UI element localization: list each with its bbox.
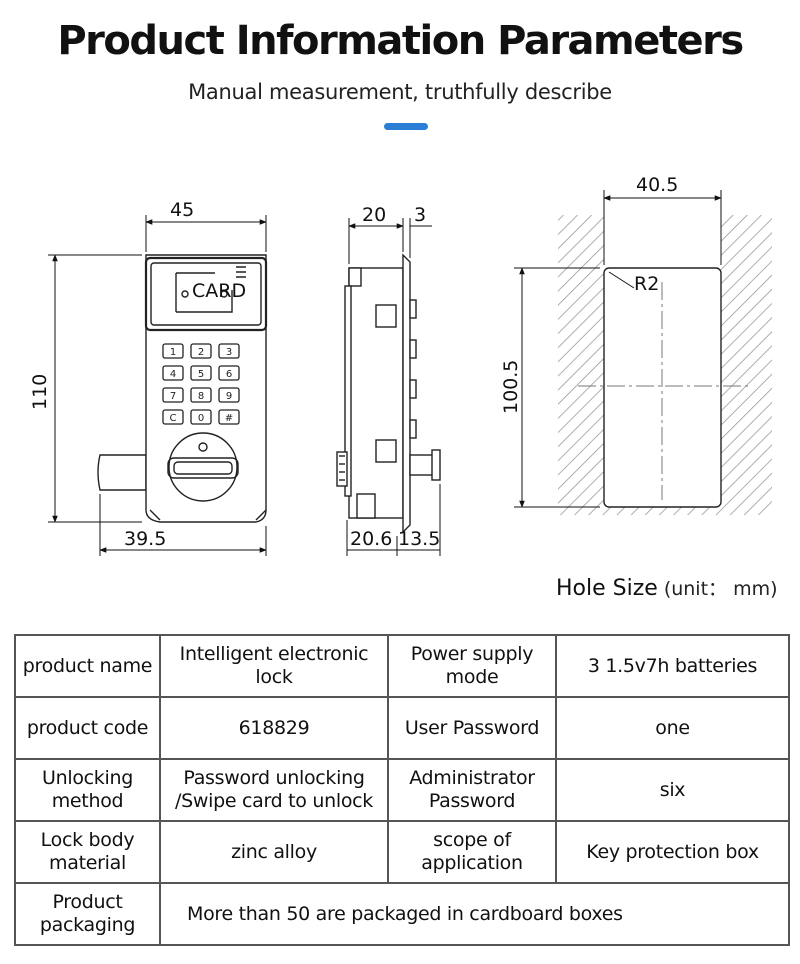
- keypad-key-label: 8: [198, 391, 204, 402]
- spec-label: product code: [14, 696, 161, 760]
- dim-hole-width: 40.5: [636, 174, 678, 196]
- dim-side-top-b: 3: [414, 204, 426, 226]
- spec-table: product name Intelligent electronic lock…: [14, 634, 790, 946]
- dim-hole-height: 100.5: [500, 360, 522, 414]
- spec-label: product name: [14, 634, 161, 698]
- dim-side-top-a: 20: [362, 204, 386, 226]
- page-subtitle: Manual measurement, truthfully describe: [188, 80, 612, 104]
- keypad-key: [190, 409, 212, 425]
- spec-value: More than 50 are packaged in cardboard b…: [159, 882, 790, 946]
- page-title: Product Information Parameters: [57, 18, 744, 64]
- spec-label: scope of application: [387, 820, 557, 884]
- keypad-key-label: 7: [170, 391, 176, 402]
- hole-size-unit: (unit： mm): [663, 578, 778, 600]
- front-dimension-lines: [48, 215, 267, 556]
- dim-side-bottom-a: 20.6: [350, 528, 392, 550]
- spec-value: Intelligent electronic lock: [159, 634, 389, 698]
- spec-value: zinc alloy: [159, 820, 389, 884]
- keypad-key: [162, 387, 184, 403]
- dim-front-bottom: 39.5: [124, 528, 166, 550]
- keypad-key-label: 2: [198, 347, 204, 358]
- keypad-key-label: 0: [198, 413, 204, 424]
- spec-value: Key protection box: [555, 820, 790, 884]
- table-row: Lock body material zinc alloy scope of a…: [14, 820, 790, 884]
- hole-size-caption: Hole Size(unit： mm): [556, 574, 778, 601]
- dim-side-bottom-b: 13.5: [398, 528, 440, 550]
- keypad-key-label: 4: [170, 369, 176, 380]
- keypad-key: [218, 409, 240, 425]
- keypad-key: [162, 409, 184, 425]
- keypad-key: [190, 387, 212, 403]
- spec-label: Power supply mode: [387, 634, 557, 698]
- keypad-key-label: #: [225, 413, 233, 424]
- keypad-key-label: 1: [170, 347, 176, 358]
- spec-value: 618829: [159, 696, 389, 760]
- keypad-key-label: 3: [226, 347, 232, 358]
- keypad-key: [190, 343, 212, 359]
- hole-dimension-lines: [514, 190, 722, 508]
- keypad-key: [162, 365, 184, 381]
- keypad-key-label: 9: [226, 391, 232, 402]
- hole-size-label: Hole Size: [556, 576, 658, 601]
- keypad-key: [218, 387, 240, 403]
- spec-value: six: [555, 758, 790, 822]
- spec-label: Unlocking method: [14, 758, 161, 822]
- spec-value: Password unlocking /Swipe card to unlock: [159, 758, 389, 822]
- spec-value: 3 1.5v7h batteries: [555, 634, 790, 698]
- table-row: Unlocking method Password unlocking /Swi…: [14, 758, 790, 822]
- spec-label: Administrator Password: [387, 758, 557, 822]
- spec-label: Lock body material: [14, 820, 161, 884]
- keypad: 1 2 3 4 5 6 7 8 9C 0 #: [162, 343, 240, 425]
- front-view: 1 2 3 4 5 6 7 8 9C 0 #: [97, 254, 268, 523]
- dim-front-height: 110: [29, 374, 51, 410]
- keypad-key: [190, 365, 212, 381]
- hole-view: [558, 215, 772, 515]
- keypad-key: [218, 365, 240, 381]
- spec-label: User Password: [387, 696, 557, 760]
- side-dimension-lines: [346, 218, 441, 556]
- card-label: CARD: [192, 280, 246, 302]
- spec-value: one: [555, 696, 790, 760]
- dim-hole-radius: R2: [634, 273, 659, 295]
- table-row: Product packaging More than 50 are packa…: [14, 882, 790, 946]
- spec-label: Product packaging: [14, 882, 161, 946]
- dim-front-width: 45: [170, 199, 194, 221]
- keypad-key-label: 5: [198, 369, 204, 380]
- keypad-key-label: 6: [226, 369, 232, 380]
- keypad-key-label: C: [170, 413, 177, 424]
- table-row: product code 618829 User Password one: [14, 696, 790, 760]
- side-view: [336, 253, 441, 534]
- table-row: product name Intelligent electronic lock…: [14, 634, 790, 698]
- accent-divider: [384, 123, 428, 130]
- keypad-key: [218, 343, 240, 359]
- keypad-key: [162, 343, 184, 359]
